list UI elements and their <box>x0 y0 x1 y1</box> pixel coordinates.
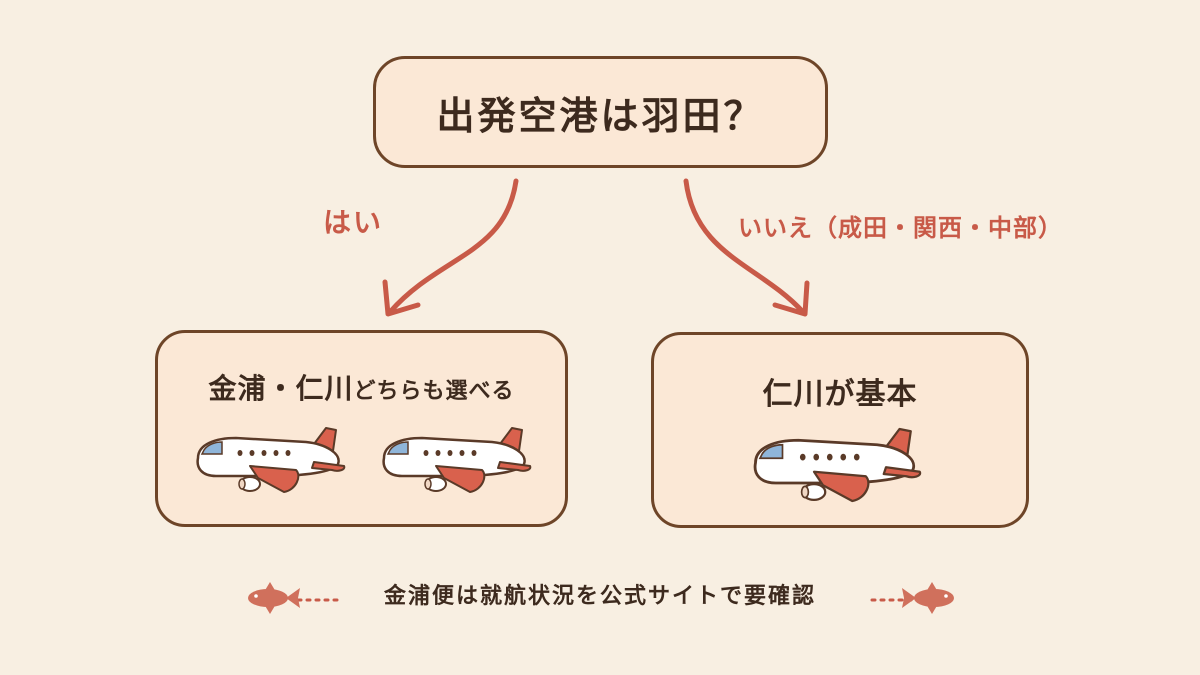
question-box: 出発空港は羽田？ <box>373 56 828 168</box>
footer-note: 金浦便は就航状況を公式サイトで要確認 <box>383 584 816 609</box>
question-text: 出発空港は羽田？ <box>436 93 765 138</box>
fish-icon <box>902 582 954 614</box>
airplane-icon <box>753 427 922 503</box>
arrow-yes <box>382 178 519 317</box>
result-title-left-sub: どちらも選べる <box>353 379 515 404</box>
branch-label-yes: はい <box>323 206 384 239</box>
arrow-no <box>683 178 810 317</box>
result-title-right: 仁川が基本 <box>762 377 918 412</box>
branch-label-no: いいえ（成田・関西・中部） <box>738 214 1063 242</box>
result-title-left-main: 金浦・仁川 <box>208 372 354 405</box>
result-box-left: 金浦・仁川どちらも選べる <box>155 330 568 527</box>
result-title-left: 金浦・仁川どちらも選べる <box>158 367 565 407</box>
airplane-icon <box>382 426 532 494</box>
airplane-icon <box>196 426 346 494</box>
fish-icon <box>248 582 300 614</box>
